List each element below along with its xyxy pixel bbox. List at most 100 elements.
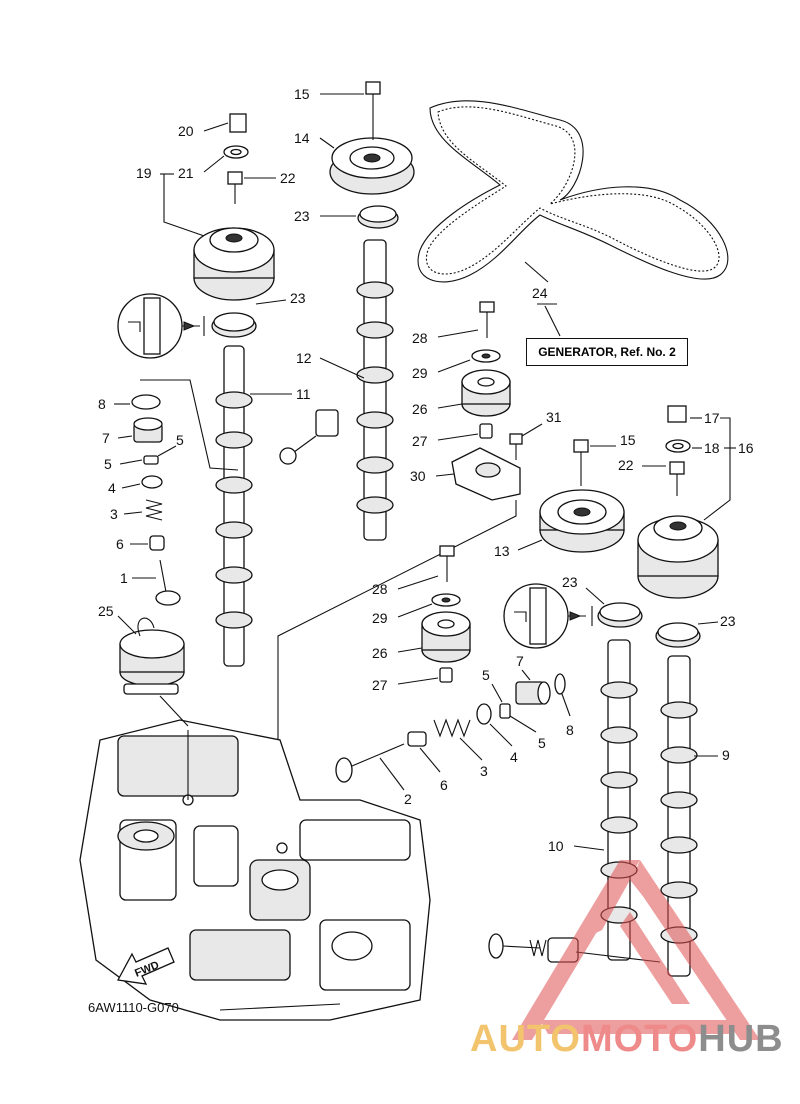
leader-7a — [117, 435, 133, 439]
watermark-hub: HUB — [698, 1018, 784, 1060]
leader-13 — [517, 539, 543, 551]
collar-27-upper — [479, 423, 493, 439]
tensioner-25 — [119, 617, 185, 695]
label-23d: 23 — [720, 613, 736, 629]
shim-8-right — [554, 673, 566, 695]
leader-24 — [524, 261, 549, 283]
lifter-7-right — [515, 681, 551, 705]
label-7a: 7 — [102, 430, 110, 446]
label-26a: 26 — [412, 401, 428, 417]
keepers-5-left — [143, 455, 159, 465]
leader-29a — [437, 359, 471, 373]
label-26b: 26 — [372, 645, 388, 661]
label-15b: 15 — [620, 432, 636, 448]
label-8a: 8 — [98, 396, 106, 412]
label-23c: 23 — [562, 574, 578, 590]
leader-26a — [437, 403, 463, 409]
watermark-auto: AUTO — [470, 1018, 581, 1060]
pulley-14 — [329, 137, 415, 195]
timing-belt — [417, 100, 729, 283]
leader-3a — [123, 511, 143, 515]
leader-26b — [397, 647, 423, 653]
leader-24-ref — [544, 305, 561, 337]
bolt-22-left — [227, 171, 243, 204]
seal-23-right-a — [597, 602, 643, 628]
leader-12 — [319, 357, 365, 379]
label-22a: 22 — [280, 170, 296, 186]
leader-10 — [573, 845, 605, 851]
leader-21 — [203, 155, 225, 173]
leader-29b — [397, 603, 433, 618]
label-23a: 23 — [294, 208, 310, 224]
label-9: 9 — [722, 747, 730, 763]
label-5c: 5 — [482, 667, 490, 683]
camshaft-9 — [660, 655, 698, 977]
bolt-22-right — [669, 461, 685, 496]
leader-28b — [397, 575, 439, 590]
leader-5a — [119, 459, 143, 465]
bolt-17 — [667, 405, 687, 423]
leader-8b — [561, 693, 571, 717]
washer-21 — [223, 145, 249, 159]
valve-1-left — [155, 559, 181, 606]
label-1: 1 — [120, 570, 128, 586]
watermark-moto: MOTO — [580, 1018, 699, 1060]
label-4a: 4 — [108, 480, 116, 496]
leader-14 — [319, 137, 335, 149]
label-20: 20 — [178, 123, 194, 139]
bolt-20 — [229, 113, 247, 133]
bolt-28-lower — [439, 545, 455, 582]
label-3a: 3 — [110, 506, 118, 522]
engine-block — [79, 695, 431, 1021]
leader-5b — [157, 445, 177, 457]
label-28a: 28 — [412, 330, 428, 346]
label-29a: 29 — [412, 365, 428, 381]
label-27a: 27 — [412, 433, 428, 449]
valve-assembly-center — [279, 409, 339, 465]
retainer-4-left — [141, 475, 163, 489]
label-25: 25 — [98, 603, 114, 619]
seal-6-right — [407, 731, 427, 747]
reference-box: GENERATOR, Ref. No. 2 — [526, 338, 688, 366]
seal-23-top — [357, 205, 399, 229]
leader-5d — [509, 715, 537, 733]
label-18: 18 — [704, 440, 720, 456]
leader-25 — [117, 615, 137, 635]
pulley-left — [193, 227, 275, 301]
leader-28a — [437, 329, 479, 338]
label-31: 31 — [546, 409, 562, 425]
washer-29-lower — [431, 593, 461, 607]
camshaft-11 — [215, 345, 253, 667]
label-6b: 6 — [440, 777, 448, 793]
leader-20 — [203, 122, 229, 132]
diagram-code: 6AW1110-G070 — [88, 1000, 179, 1015]
label-19: 19 — [136, 165, 152, 181]
pulley-13 — [539, 489, 625, 553]
label-27b: 27 — [372, 677, 388, 693]
leader-valve-group — [140, 379, 239, 471]
leader-16-bracket — [703, 417, 731, 521]
bolt-31 — [509, 433, 523, 460]
leader-27b — [397, 677, 439, 685]
label-3b: 3 — [480, 763, 488, 779]
label-21: 21 — [178, 165, 194, 181]
keepers-5-right — [499, 703, 511, 719]
leader-31 — [521, 423, 543, 437]
label-12: 12 — [296, 350, 312, 366]
detail-callout-right — [503, 583, 593, 649]
label-4b: 4 — [510, 749, 518, 765]
leader-6b — [419, 747, 441, 773]
washer-18 — [665, 439, 691, 453]
label-5a: 5 — [104, 456, 112, 472]
label-8b: 8 — [566, 722, 574, 738]
leader-30 — [435, 473, 455, 477]
spring-3-right — [433, 718, 471, 738]
leader-5c — [491, 683, 503, 703]
label-5d: 5 — [538, 735, 546, 751]
leader-19-bracket — [163, 174, 211, 239]
leader-4a — [121, 483, 141, 489]
label-5b: 5 — [176, 432, 184, 448]
label-7b: 7 — [516, 653, 524, 669]
label-24: 24 — [532, 285, 548, 301]
